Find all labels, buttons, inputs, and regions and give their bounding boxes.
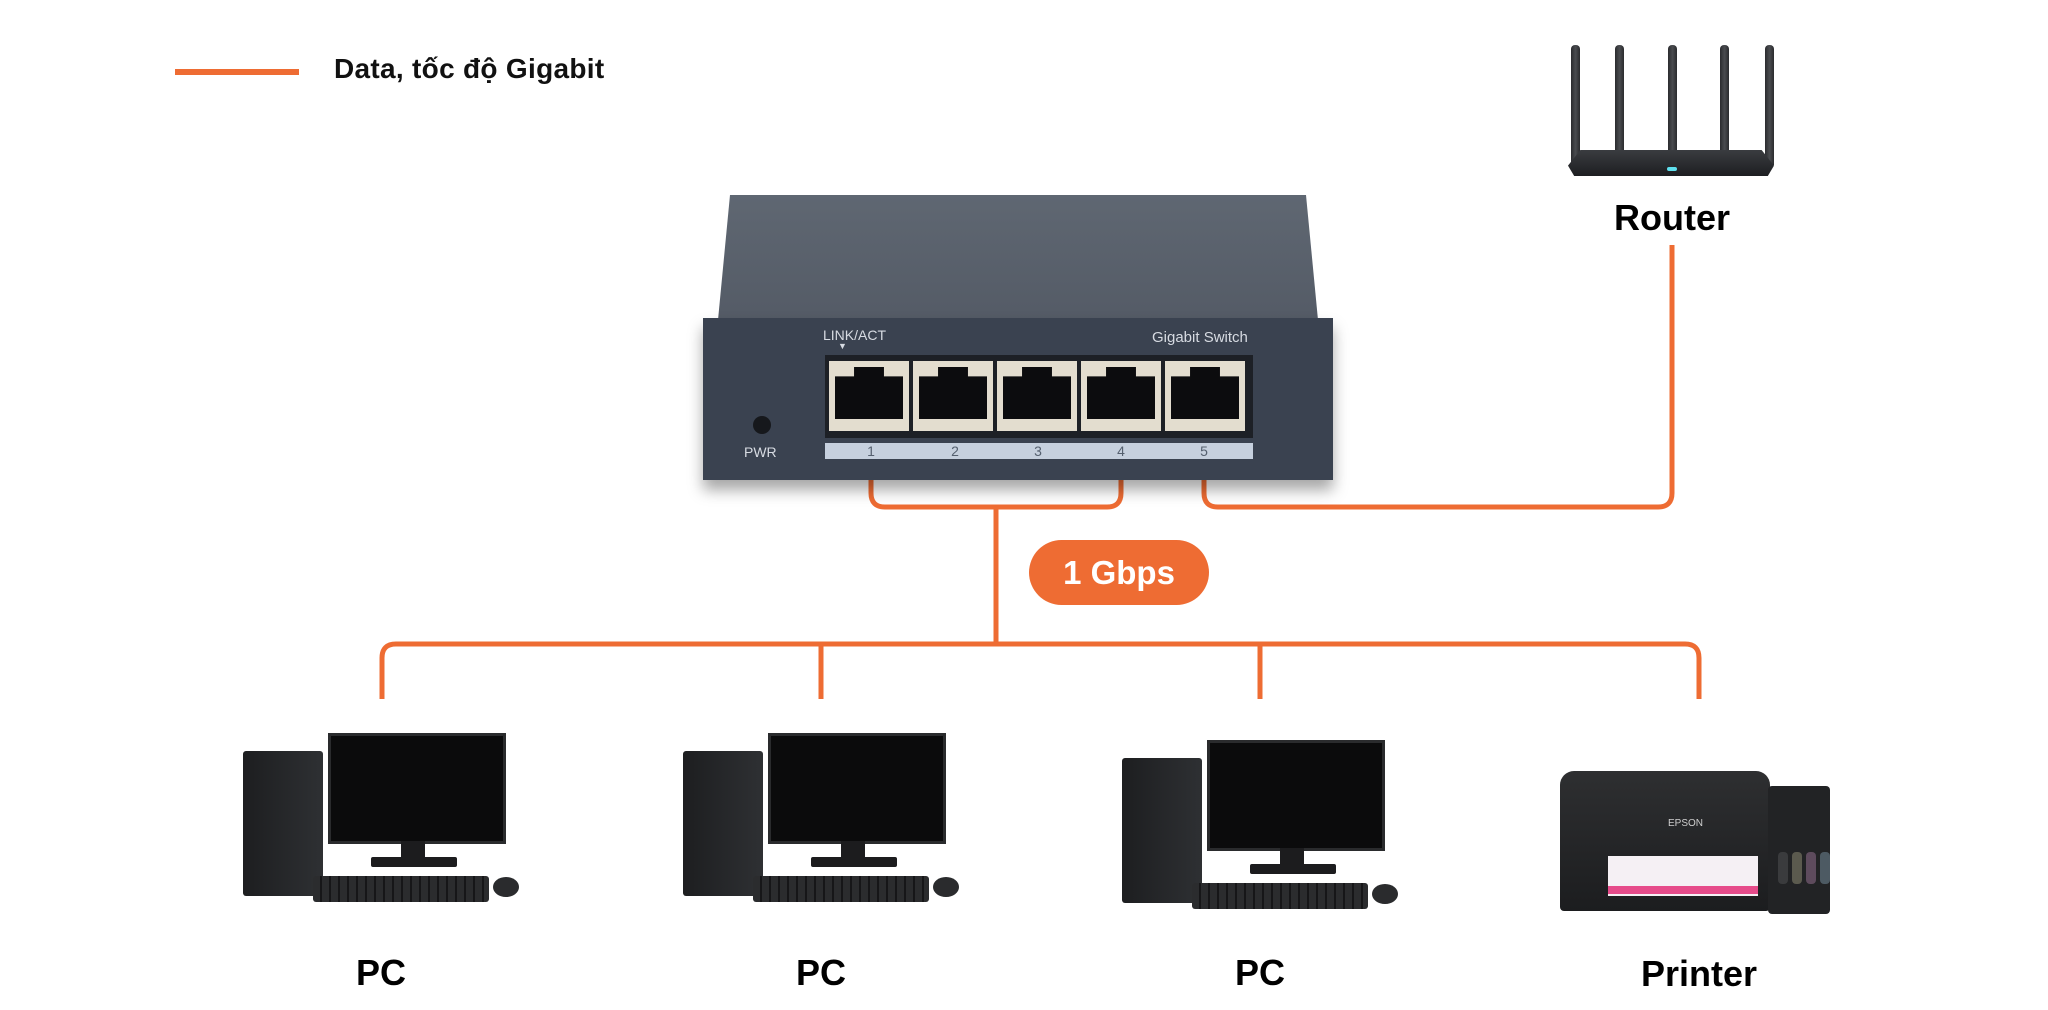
device-label: PC xyxy=(355,952,407,993)
power-led-icon xyxy=(753,416,771,434)
router-antenna xyxy=(1571,45,1580,165)
port-number: 5 xyxy=(1200,443,1208,459)
ethernet-port-1 xyxy=(829,361,909,431)
keyboard xyxy=(313,876,489,902)
printer-icon: EPSON xyxy=(1556,756,1836,916)
router-body xyxy=(1568,150,1774,176)
router-label: Router xyxy=(1614,197,1730,238)
switch-model-label: Gigabit Switch xyxy=(1152,329,1248,346)
link-act-arrow-icon: ▼ xyxy=(838,341,847,351)
device-label: PC xyxy=(795,952,847,993)
port-number: 3 xyxy=(1034,443,1042,459)
ethernet-port-2 xyxy=(913,361,993,431)
router-status-led xyxy=(1667,167,1677,171)
mouse xyxy=(1372,884,1398,904)
router-antenna xyxy=(1615,45,1624,165)
router-antenna xyxy=(1668,45,1677,165)
pc-monitor xyxy=(768,733,946,844)
port-number: 4 xyxy=(1117,443,1125,459)
link-act-label: LINK/ACT xyxy=(823,327,887,343)
wire-bus xyxy=(379,641,1702,699)
device-label: PC xyxy=(1234,952,1286,993)
pc-tower xyxy=(1122,758,1202,903)
legend-label: Data, tốc độ Gigabit xyxy=(334,53,605,84)
port-number: 1 xyxy=(867,443,875,459)
ethernet-port-5 xyxy=(1165,361,1245,431)
router-antenna xyxy=(1720,45,1729,165)
power-label: PWR xyxy=(744,444,777,460)
pc-tower xyxy=(683,751,763,896)
ethernet-port-4 xyxy=(1081,361,1161,431)
pc-monitor xyxy=(328,733,506,844)
pc-icon xyxy=(243,733,523,923)
pc-icon xyxy=(683,733,963,923)
switch-ports xyxy=(825,355,1253,438)
printer-brand: EPSON xyxy=(1668,818,1704,829)
ethernet-port-3 xyxy=(997,361,1077,431)
mouse xyxy=(493,877,519,897)
wire-port5-router xyxy=(1201,245,1675,510)
port-number-strip: 1 2 3 4 5 xyxy=(825,443,1253,459)
pc-monitor xyxy=(1207,740,1385,851)
pc-tower xyxy=(243,751,323,896)
speed-badge: 1 Gbps xyxy=(1029,540,1209,605)
pc-icon xyxy=(1122,740,1402,930)
device-label: Printer xyxy=(1640,953,1758,994)
keyboard xyxy=(753,876,929,902)
port-number: 2 xyxy=(951,443,959,459)
router-antenna xyxy=(1765,45,1774,165)
keyboard xyxy=(1192,883,1368,909)
ink-tank xyxy=(1768,786,1830,914)
mouse xyxy=(933,877,959,897)
legend-line-swatch xyxy=(175,69,299,75)
switch-top xyxy=(718,195,1318,320)
